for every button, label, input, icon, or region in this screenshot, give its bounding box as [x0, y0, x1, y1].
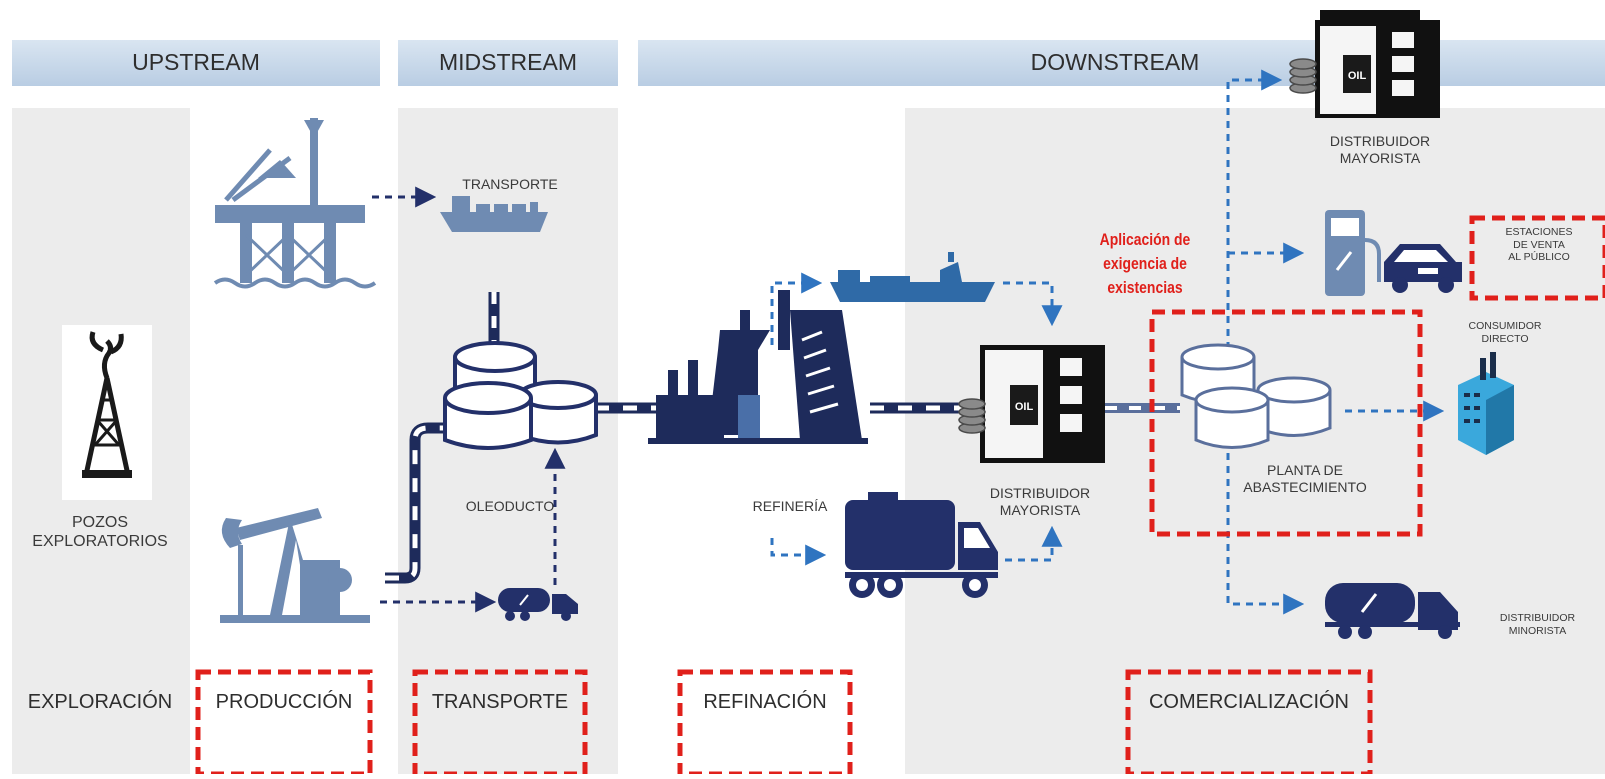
highlight-box-produccion: [195, 669, 373, 777]
annotation-exigencia: Aplicación de exigencia de existencias: [1099, 230, 1191, 297]
oil-derrick-icon: [62, 325, 152, 500]
label-estaciones: ESTACIONES DE VENTA AL PÚBLICO: [1505, 226, 1573, 264]
oil-label: OIL: [1015, 401, 1034, 413]
label-distribuidor-mayorista-middle: DISTRIBUIDOR MAYORISTA: [989, 485, 1091, 518]
refinery-icon: [648, 290, 868, 444]
stage-comercializacion: COMERCIALIZACIÓN: [1148, 691, 1350, 713]
tanker-truck-icon: [845, 492, 998, 598]
section-midstream: MIDSTREAM: [439, 49, 577, 75]
stage-transporte: TRANSPORTE: [431, 691, 569, 713]
arrow-refinery-to-truck: [770, 538, 827, 566]
oil-distributor-building-icon: OIL: [980, 345, 1105, 463]
factory-building-icon: [1458, 352, 1514, 455]
coin-stack-icon: [958, 398, 986, 434]
downstream-band: [638, 40, 1605, 86]
arrow-to-distribuidor-minorista: [1226, 440, 1305, 615]
label-pozos: POZOS EXPLORATORIOS: [32, 514, 168, 551]
cargo-ship-icon: [830, 252, 995, 302]
stage-exploracion: EXPLORACIÓN: [27, 691, 173, 713]
label-planta-abastecimiento: PLANTA DE ABASTECIMIENTO: [1243, 462, 1367, 495]
stage-refinacion: REFINACIÓN: [703, 691, 827, 713]
stage-produccion: PRODUCCIÓN: [215, 691, 353, 713]
label-oleoducto: OLEODUCTO: [465, 498, 555, 514]
label-transporte-ship: TRANSPORTE: [462, 176, 558, 192]
arrow-ship-to-distributor: [1003, 281, 1063, 327]
midstream-band: [398, 40, 618, 86]
coin-stack-icon: [1289, 58, 1317, 94]
cargo-ship-icon: [440, 196, 548, 232]
tanker-truck-icon: [498, 588, 578, 621]
highlight-box-planta: [1149, 309, 1423, 537]
oil-distributor-building-icon: OIL: [1315, 10, 1440, 118]
storage-tanks-icon: [1180, 343, 1332, 449]
offshore-platform-icon: [213, 118, 377, 289]
arrow-truck-to-distributor: [1005, 525, 1063, 562]
storage-tanks-icon: [443, 341, 598, 450]
arrow-refinery-to-ship: [770, 272, 823, 345]
car-icon: [1384, 244, 1462, 293]
label-refineria: REFINERÍA: [752, 498, 828, 514]
section-upstream: UPSTREAM: [132, 49, 260, 75]
highlight-box-estaciones: [1469, 215, 1605, 301]
highlight-box-transporte: [412, 669, 588, 777]
tanker-truck-icon: [1325, 583, 1460, 639]
fuel-station-icon: [1325, 210, 1381, 296]
label-distribuidor-minorista: DISTRIBUIDOR MINORISTA: [1499, 612, 1576, 637]
highlight-box-refinacion: [677, 669, 853, 777]
label-consumidor-directo: CONSUMIDOR DIRECTO: [1468, 320, 1542, 345]
arrow-to-distribuidor-mayorista-top: [1226, 69, 1283, 388]
label-distribuidor-mayorista-top: DISTRIBUIDOR MAYORISTA: [1329, 133, 1431, 166]
section-downstream: DOWNSTREAM: [1030, 49, 1200, 75]
pumpjack-icon: [220, 508, 370, 623]
upstream-band: [12, 40, 380, 86]
oil-label: OIL: [1348, 70, 1367, 82]
